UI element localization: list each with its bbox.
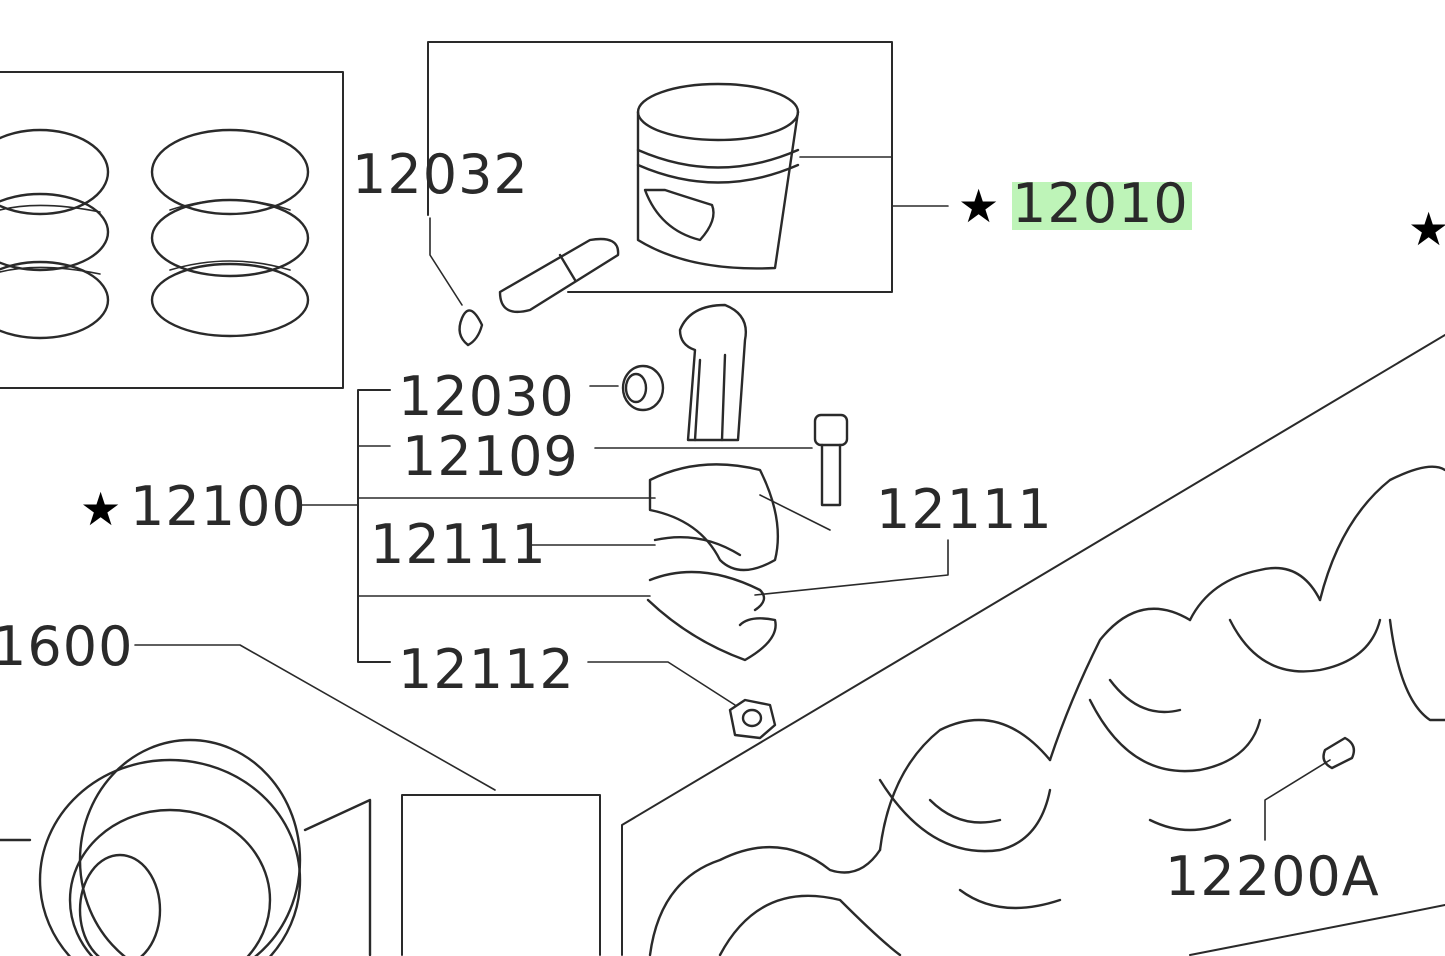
snap-ring xyxy=(429,217,484,347)
connecting-rod-bracket xyxy=(299,389,656,663)
highlight-12010 xyxy=(1012,182,1192,230)
label-1600: 1600 xyxy=(0,615,133,678)
crankshaft-assembly xyxy=(621,334,1445,956)
connecting-rod xyxy=(646,303,780,662)
label-12111-left: 12111 xyxy=(370,513,547,576)
label-12010[interactable]: 12010 xyxy=(1012,172,1189,235)
piston-ring-set xyxy=(0,71,344,389)
bushing xyxy=(621,364,665,412)
label-12100: 12100 xyxy=(130,475,307,538)
key-box xyxy=(401,794,601,956)
label-12109: 12109 xyxy=(402,425,579,488)
dowel-pin xyxy=(1322,736,1356,770)
star-12100: ★ xyxy=(80,482,121,536)
star-12010: ★ xyxy=(958,179,999,233)
label-12200A: 12200A xyxy=(1165,845,1380,908)
label-12111-right: 12111 xyxy=(876,478,1053,541)
piston-assembly xyxy=(427,41,949,314)
star-right-edge: ★ xyxy=(1408,202,1445,256)
crank-pulley xyxy=(0,738,372,956)
label-12112: 12112 xyxy=(398,638,575,701)
rod-nut xyxy=(728,698,777,740)
rod-bolt xyxy=(813,413,849,507)
label-12030: 12030 xyxy=(398,365,575,428)
label-12032: 12032 xyxy=(352,143,529,206)
